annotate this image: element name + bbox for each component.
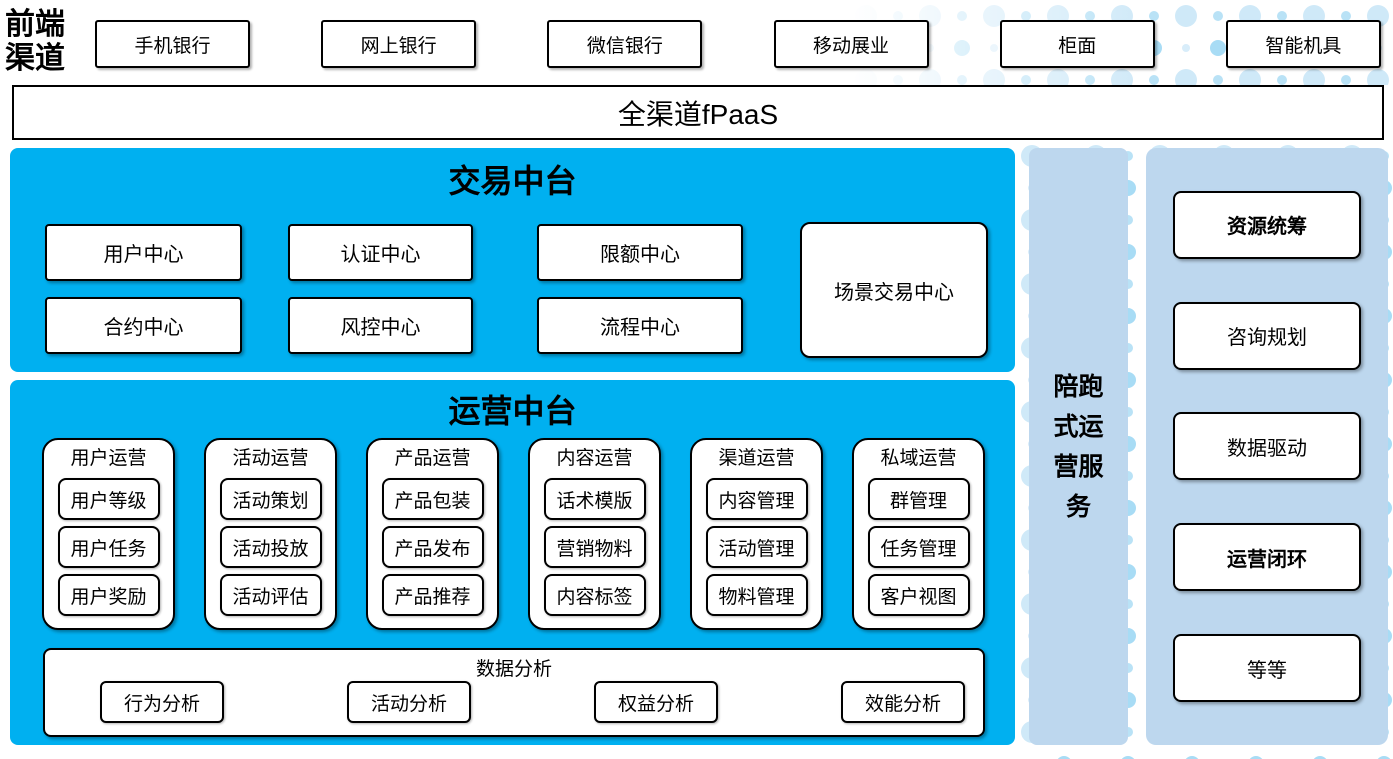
analytics-item-activity: 活动分析 [347,681,471,723]
center-box-risk: 风控中心 [288,297,473,354]
group-product-operations: 产品运营 产品包装 产品发布 产品推荐 [366,438,499,630]
group-items: 产品包装 产品发布 产品推荐 [368,472,497,622]
group-title: 用户运营 [70,448,147,469]
center-box-scene-trading: 场景交易中心 [800,222,988,358]
group-item: 任务管理 [867,526,970,568]
operations-platform-block: 运营中台 用户运营 用户等级 用户任务 用户奖励 活动运营 活动策划 活动投放 … [10,380,1015,745]
group-item: 用户奖励 [57,574,160,616]
service-box-data-driven: 数据驱动 [1173,412,1361,481]
front-channels-label: 前端渠道 [5,8,65,75]
group-item: 活动管理 [705,526,808,568]
group-item: 产品发布 [381,526,484,568]
fpaas-bar: 全渠道fPaaS [12,85,1384,140]
group-activity-operations: 活动运营 活动策划 活动投放 活动评估 [204,438,337,630]
center-box-user: 用户中心 [45,224,242,281]
analytics-item-behavior: 行为分析 [100,681,224,723]
group-items: 用户等级 用户任务 用户奖励 [44,472,173,622]
group-item: 用户等级 [57,478,160,520]
center-box-process: 流程中心 [537,297,743,354]
companion-service-bar: 陪跑式运营服务 [1029,148,1128,745]
companion-service-label: 陪跑式运营服务 [1053,372,1104,521]
group-item: 物料管理 [705,574,808,616]
service-box-consulting-planning: 咨询规划 [1173,301,1361,370]
channel-box-online-banking: 网上银行 [321,20,477,68]
group-item: 产品包装 [381,478,484,520]
trading-platform-block: 交易中台 用户中心 认证中心 限额中心 合约中心 风控中心 流程中心 场景交易中… [10,148,1015,372]
center-box-contract: 合约中心 [45,297,242,354]
group-item: 内容标签 [543,574,646,616]
group-item: 客户视图 [867,574,970,616]
group-private-domain-operations: 私域运营 群管理 任务管理 客户视图 [852,438,985,630]
group-item: 活动评估 [219,574,322,616]
group-item: 用户任务 [57,526,160,568]
group-title: 内容运营 [556,448,633,469]
channel-box-counter: 柜面 [999,20,1155,68]
group-channel-operations: 渠道运营 内容管理 活动管理 物料管理 [690,438,823,630]
center-box-limit: 限额中心 [537,224,743,281]
center-box-auth: 认证中心 [288,224,473,281]
group-title: 私域运营 [880,448,957,469]
service-box-resource-planning: 资源统筹 [1173,190,1361,259]
channel-box-smart-devices: 智能机具 [1225,20,1381,68]
group-item: 群管理 [867,478,970,520]
group-title: 产品运营 [394,448,471,469]
services-panel: 资源统筹 咨询规划 数据驱动 运营闭环 等等 [1146,148,1388,745]
operation-groups: 用户运营 用户等级 用户任务 用户奖励 活动运营 活动策划 活动投放 活动评估 … [42,438,985,630]
data-analytics-bar: 数据分析 行为分析 活动分析 权益分析 效能分析 [43,648,985,737]
analytics-item-benefit: 权益分析 [594,681,718,723]
group-items: 内容管理 活动管理 物料管理 [692,472,821,622]
channel-box-mobile-banking: 手机银行 [95,20,250,68]
group-item: 营销物料 [543,526,646,568]
group-content-operations: 内容运营 话术模版 营销物料 内容标签 [528,438,661,630]
service-box-operations-loop: 运营闭环 [1173,523,1361,592]
group-items: 群管理 任务管理 客户视图 [854,472,983,622]
group-item: 内容管理 [705,478,808,520]
group-item: 产品推荐 [381,574,484,616]
group-item: 活动投放 [219,526,322,568]
group-title: 活动运营 [232,448,309,469]
group-user-operations: 用户运营 用户等级 用户任务 用户奖励 [42,438,175,630]
analytics-item-efficiency: 效能分析 [841,681,965,723]
group-item: 活动策划 [219,478,322,520]
channels-row: 手机银行 网上银行 微信银行 移动展业 柜面 智能机具 [95,20,1381,68]
group-items: 活动策划 活动投放 活动评估 [206,472,335,622]
group-item: 话术模版 [543,478,646,520]
trading-platform-title: 交易中台 [448,163,577,199]
group-items: 话术模版 营销物料 内容标签 [530,472,659,622]
service-box-etc: 等等 [1173,634,1361,703]
channel-box-wechat-banking: 微信银行 [547,20,703,68]
operations-platform-title: 运营中台 [448,393,577,429]
group-title: 渠道运营 [718,448,795,469]
channel-box-mobile-outreach: 移动展业 [773,20,929,68]
data-analytics-items: 行为分析 活动分析 权益分析 效能分析 [45,681,983,723]
data-analytics-title: 数据分析 [475,659,552,680]
